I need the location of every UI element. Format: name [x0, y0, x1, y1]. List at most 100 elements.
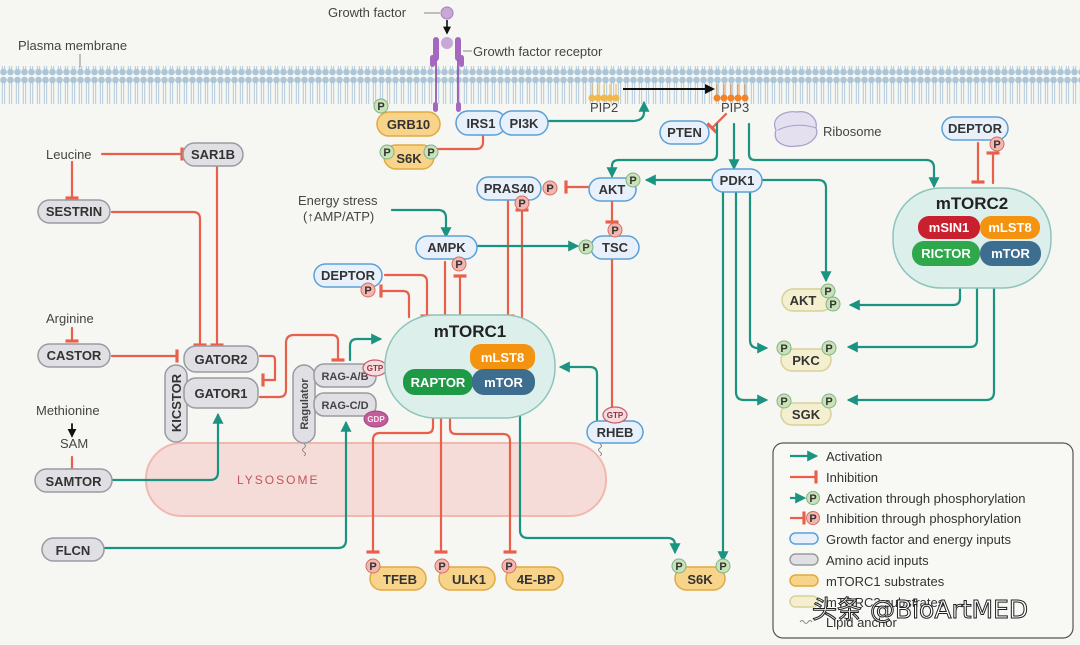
svg-text:P: P — [377, 101, 384, 113]
svg-text:PI3K: PI3K — [510, 116, 540, 131]
svg-text:ULK1: ULK1 — [452, 572, 486, 587]
svg-text:P: P — [675, 561, 682, 573]
node-ulk1[interactable]: ULK1 — [438, 566, 496, 591]
gtp-badge-rheb: GTP — [602, 406, 628, 424]
node-samtor[interactable]: SAMTOR — [34, 468, 113, 493]
svg-text:P: P — [427, 147, 434, 159]
node-tfeb[interactable]: TFEB — [369, 566, 427, 591]
mtorc1-mtor: mTOR — [472, 369, 535, 395]
amp-atp-label: (↑AMP/ATP) — [303, 209, 374, 224]
node-pras40[interactable]: PRAS40 — [476, 176, 542, 201]
node-deptor-mtorc2[interactable]: DEPTOR — [941, 116, 1009, 141]
growth-factor-ligand — [440, 6, 454, 20]
node-tsc[interactable]: TSC — [590, 235, 640, 260]
svg-text:RAG-A/B: RAG-A/B — [321, 371, 368, 383]
growth-factor-receptor-label: Growth factor receptor — [473, 44, 603, 59]
svg-text:P: P — [364, 285, 371, 297]
svg-text:FLCN: FLCN — [56, 543, 91, 558]
svg-text:Inhibition: Inhibition — [826, 470, 878, 485]
node-kicstor[interactable]: KICSTOR — [164, 364, 188, 443]
p-akt2-top: P — [820, 283, 836, 299]
legend-item-activation-phospho: P Activation through phosphorylation — [790, 491, 1025, 506]
svg-text:P: P — [780, 343, 787, 355]
p-s6k-top-right: P — [423, 144, 439, 160]
node-ragulator[interactable]: Ragulator — [292, 364, 316, 457]
node-rag-cd[interactable]: RAG-C/D — [313, 392, 377, 417]
node-castor[interactable]: CASTOR — [37, 343, 111, 368]
energy-stress-label: Energy stress — [298, 193, 378, 208]
svg-text:GATOR2: GATOR2 — [195, 352, 248, 367]
p-akt-green: P — [625, 172, 641, 188]
node-akt-mtorc2[interactable]: AKT — [781, 288, 833, 312]
svg-text:P: P — [611, 225, 618, 237]
node-sar1b[interactable]: SAR1B — [182, 142, 244, 167]
node-pdk1[interactable]: PDK1 — [711, 168, 763, 193]
legend-item-inhibition: Inhibition — [790, 470, 878, 485]
legend-item-inhibition-phospho: P Inhibition through phosphorylation — [790, 511, 1021, 526]
node-4ebp[interactable]: 4E-BP — [505, 566, 564, 591]
node-ampk[interactable]: AMPK — [415, 235, 478, 260]
mtorc1-complex[interactable]: mTORC1 mLST8 RAPTOR mTOR — [384, 314, 556, 419]
mtorc2-mlst8: mLST8 — [980, 216, 1040, 239]
svg-text:P: P — [809, 513, 816, 525]
gtp-badge-rag: GTP — [362, 359, 388, 377]
p-pras40-below: P — [514, 195, 530, 211]
pip2-lipids — [588, 84, 620, 102]
legend-item-mtorc2-substrates: mTORC2 substrates — [789, 595, 945, 610]
svg-text:IRS1: IRS1 — [467, 116, 496, 131]
node-pten[interactable]: PTEN — [659, 120, 710, 145]
node-grb10[interactable]: GRB10 — [376, 111, 441, 137]
svg-text:RICTOR: RICTOR — [921, 246, 971, 261]
p-s6k-bottom-left: P — [671, 558, 687, 574]
node-gator2[interactable]: GATOR2 — [183, 345, 259, 373]
svg-text:P: P — [505, 561, 512, 573]
node-pkc[interactable]: PKC — [780, 348, 832, 372]
node-s6k-bottom[interactable]: S6K — [674, 566, 726, 591]
svg-text:P: P — [518, 198, 525, 210]
p-tsc-green: P — [578, 239, 594, 255]
svg-text:P: P — [582, 242, 589, 254]
svg-text:mSIN1: mSIN1 — [929, 220, 969, 235]
svg-text:DEPTOR: DEPTOR — [321, 268, 376, 283]
svg-text:P: P — [825, 343, 832, 355]
node-gator1[interactable]: GATOR1 — [183, 377, 259, 409]
gdp-badge-rag: GDP — [363, 410, 389, 428]
svg-text:P: P — [993, 139, 1000, 151]
p-deptor1-red: P — [360, 282, 376, 298]
svg-text:GTP: GTP — [607, 411, 624, 420]
legend-item-amino-inputs: Amino acid inputs — [789, 553, 929, 568]
svg-text:mLST8: mLST8 — [988, 220, 1031, 235]
node-irs1[interactable]: IRS1 — [455, 110, 507, 136]
growth-factor-receptor — [430, 37, 464, 112]
node-pi3k[interactable]: PI3K — [499, 110, 549, 136]
ribosome-label: Ribosome — [823, 124, 882, 139]
mtorc2-complex[interactable]: mTORC2 mSIN1 mLST8 RICTOR mTOR — [892, 187, 1052, 289]
p-ulk1: P — [434, 558, 450, 574]
svg-text:mTOR: mTOR — [484, 375, 523, 390]
svg-text:GATOR1: GATOR1 — [195, 386, 248, 401]
node-flcn[interactable]: FLCN — [41, 537, 105, 562]
svg-text:P: P — [546, 183, 553, 195]
node-sgk[interactable]: SGK — [780, 402, 832, 426]
p-deptor2-red: P — [989, 136, 1005, 152]
svg-text:mTORC1 substrates: mTORC1 substrates — [826, 574, 945, 589]
pip3-lipids — [713, 84, 749, 102]
mtorc1-title: mTORC1 — [434, 322, 506, 341]
p-grb10-green: P — [373, 98, 389, 114]
svg-text:TSC: TSC — [602, 240, 629, 255]
svg-text:GTP: GTP — [367, 364, 384, 373]
svg-text:P: P — [824, 286, 831, 298]
lysosome-label: LYSOSOME — [237, 473, 319, 487]
svg-text:S6K: S6K — [687, 572, 713, 587]
svg-text:Lipid anchor: Lipid anchor — [826, 615, 897, 630]
mtorc2-msin1: mSIN1 — [918, 216, 980, 239]
p-akt2-bottom: P — [825, 296, 841, 312]
node-rheb[interactable]: RHEB — [586, 420, 644, 457]
sam-label: SAM — [60, 436, 88, 451]
mtorc2-title: mTORC2 — [936, 194, 1008, 213]
node-akt[interactable]: AKT — [588, 177, 637, 202]
node-deptor-mtorc1[interactable]: DEPTOR — [313, 263, 383, 288]
mtorc2-mtor: mTOR — [980, 241, 1041, 266]
node-sestrin[interactable]: SESTRIN — [37, 199, 111, 224]
